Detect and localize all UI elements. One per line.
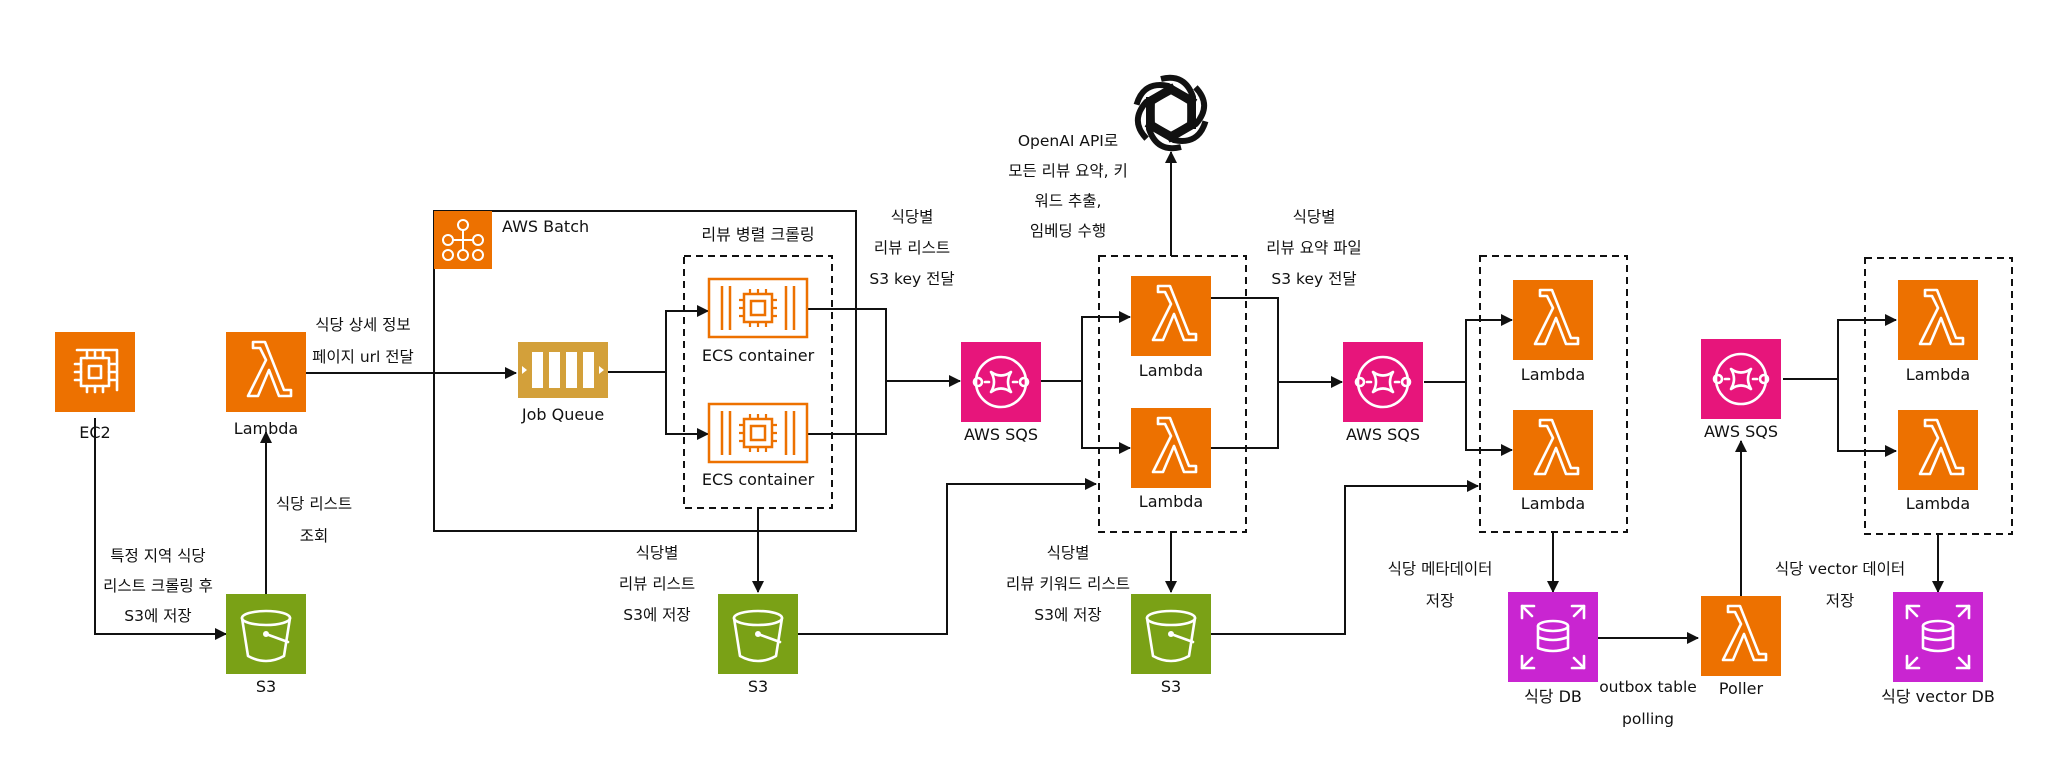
batch-icon <box>434 211 492 269</box>
svg-text:polling: polling <box>1622 710 1674 728</box>
svg-text:리뷰 리스트: 리뷰 리스트 <box>874 239 950 257</box>
summary-lambda-group <box>1098 255 1247 533</box>
svg-text:S3에 저장: S3에 저장 <box>1034 606 1101 624</box>
lambda-icon[interactable] <box>1699 594 1783 678</box>
annotation-meta: 식당 메타데이터 저장 <box>1388 560 1493 610</box>
svg-text:페이지 url 전달: 페이지 url 전달 <box>312 348 414 366</box>
poller-label: Poller <box>1719 679 1764 698</box>
annotation-lambda-to-queue: 식당 상세 정보 페이지 url 전달 <box>312 316 414 366</box>
lambda-icon[interactable] <box>1129 406 1213 490</box>
vector-db-label: 식당 vector DB <box>1881 687 1995 706</box>
lambda-2a-label: Lambda <box>1139 361 1203 380</box>
svg-text:리스트 크롤링 후: 리스트 크롤링 후 <box>103 577 213 595</box>
annotation-outbox: outbox table polling <box>1599 678 1697 728</box>
sqs-icon[interactable] <box>1341 340 1425 424</box>
s3-1-label: S3 <box>256 677 276 696</box>
ecs-container-icon[interactable] <box>706 401 810 465</box>
annotation-vector-meta: 식당 vector 데이터 저장 <box>1775 560 1905 610</box>
lambda-2b-label: Lambda <box>1139 492 1203 511</box>
svg-text:리뷰 요약 파일: 리뷰 요약 파일 <box>1266 239 1361 257</box>
ecs-container-icon[interactable] <box>706 276 810 340</box>
sqs-3-label: AWS SQS <box>1704 422 1778 441</box>
svg-text:식당 리스트: 식당 리스트 <box>276 495 352 513</box>
svg-text:OpenAI API로: OpenAI API로 <box>1018 132 1118 150</box>
s3-bucket-icon[interactable] <box>224 592 308 676</box>
annotation-ec2-to-s3: 특정 지역 식당 리스트 크롤링 후 S3에 저장 <box>103 547 213 625</box>
svg-text:식당별: 식당별 <box>636 544 679 562</box>
svg-text:식당별: 식당별 <box>1047 544 1090 562</box>
s3-bucket-icon[interactable] <box>716 592 800 676</box>
database-icon[interactable] <box>1506 590 1600 684</box>
annotation-openai: OpenAI API로 모든 리뷰 요약, 키 워드 추출, 임베딩 수행 <box>1008 132 1128 240</box>
svg-text:식당 메타데이터: 식당 메타데이터 <box>1388 560 1493 578</box>
svg-text:모든 리뷰 요약, 키: 모든 리뷰 요약, 키 <box>1008 162 1128 180</box>
svg-text:조회: 조회 <box>300 527 329 545</box>
sqs-icon[interactable] <box>959 340 1043 424</box>
db-label: 식당 DB <box>1524 687 1582 706</box>
svg-text:리뷰 키워드 리스트: 리뷰 키워드 리스트 <box>1006 575 1130 593</box>
svg-text:저장: 저장 <box>1826 592 1855 610</box>
svg-text:S3에 저장: S3에 저장 <box>623 606 690 624</box>
svg-text:outbox table: outbox table <box>1599 678 1697 696</box>
svg-text:S3에 저장: S3에 저장 <box>124 607 191 625</box>
s3-bucket-icon[interactable] <box>1129 592 1213 676</box>
svg-text:임베딩 수행: 임베딩 수행 <box>1030 222 1106 240</box>
sqs-icon[interactable] <box>1699 337 1783 421</box>
svg-text:특정 지역 식당: 특정 지역 식당 <box>110 547 205 565</box>
s3-2-label: S3 <box>748 677 768 696</box>
lambda-icon[interactable] <box>1511 408 1595 492</box>
lambda-1-label: Lambda <box>234 419 298 438</box>
annotation-lambda-to-sqs-2: 식당별 리뷰 요약 파일 S3 key 전달 <box>1266 208 1361 288</box>
ecs-1-label: ECS container <box>702 346 815 365</box>
aws-batch-label: AWS Batch <box>502 217 589 236</box>
aws-batch-group <box>433 210 857 532</box>
ec2-icon[interactable] <box>53 330 137 414</box>
sqs-2-label: AWS SQS <box>1346 425 1420 444</box>
job-queue-icon[interactable] <box>518 342 608 398</box>
lambda-4a-label: Lambda <box>1906 365 1970 384</box>
annotation-s3-to-lambda: 식당 리스트 조회 <box>276 495 352 545</box>
svg-text:식당 상세 정보: 식당 상세 정보 <box>315 316 410 334</box>
crawl-group-label: 리뷰 병렬 크롤링 <box>701 225 814 244</box>
lambda-3b-label: Lambda <box>1521 494 1585 513</box>
ecs-2-label: ECS container <box>702 470 815 489</box>
s3-3-label: S3 <box>1161 677 1181 696</box>
lambda-icon[interactable] <box>1129 274 1213 358</box>
ec2-label: EC2 <box>79 423 110 442</box>
lambda-icon[interactable] <box>1511 278 1595 362</box>
lambda-icon[interactable] <box>1896 408 1980 492</box>
database-icon[interactable] <box>1891 590 1985 684</box>
job-queue-label: Job Queue <box>521 405 604 424</box>
svg-text:식당 vector 데이터: 식당 vector 데이터 <box>1775 560 1905 578</box>
lambda-icon[interactable] <box>1896 278 1980 362</box>
annotation-ecs-to-sqs: 식당별 리뷰 리스트 S3 key 전달 <box>869 208 954 288</box>
lambda-4b-label: Lambda <box>1906 494 1970 513</box>
svg-text:S3 key 전달: S3 key 전달 <box>869 270 954 288</box>
annotation-lambda-to-s3-3: 식당별 리뷰 키워드 리스트 S3에 저장 <box>1006 544 1130 624</box>
sqs-1-label: AWS SQS <box>964 425 1038 444</box>
svg-text:식당별: 식당별 <box>891 208 934 226</box>
lambda-3a-label: Lambda <box>1521 365 1585 384</box>
lambda-icon[interactable] <box>224 330 308 414</box>
svg-text:S3 key 전달: S3 key 전달 <box>1271 270 1356 288</box>
svg-text:워드 추출,: 워드 추출, <box>1035 192 1102 210</box>
annotation-batch-to-s3: 식당별 리뷰 리스트 S3에 저장 <box>619 544 695 624</box>
svg-text:저장: 저장 <box>1426 592 1455 610</box>
edges <box>94 151 1944 644</box>
svg-text:리뷰 리스트: 리뷰 리스트 <box>619 575 695 593</box>
openai-logo-icon <box>1133 74 1209 152</box>
svg-text:식당별: 식당별 <box>1293 208 1336 226</box>
